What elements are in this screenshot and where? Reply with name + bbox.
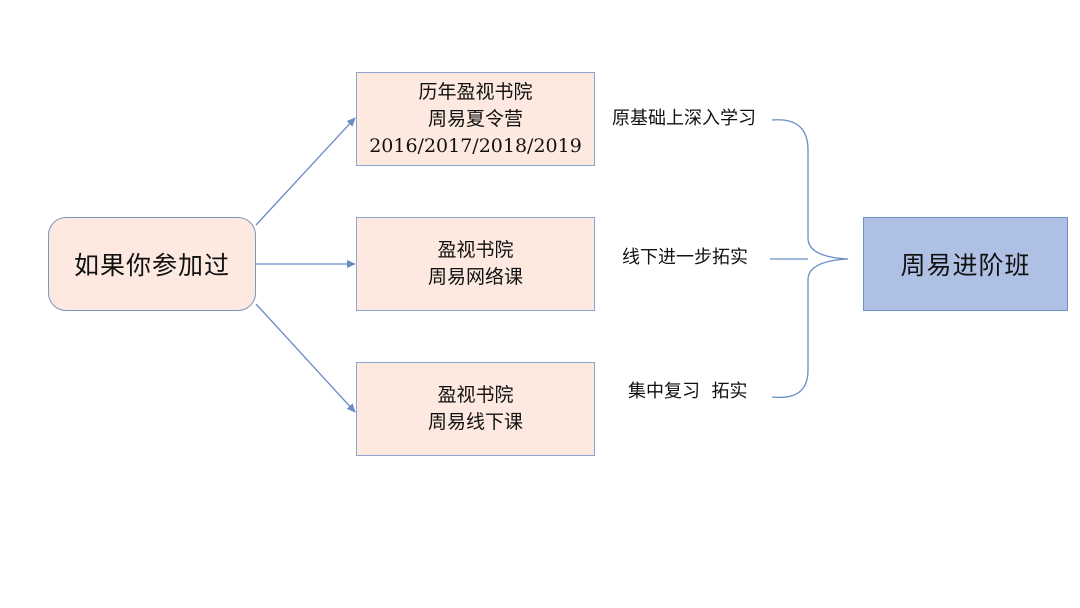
source-node-online-course-line-2: 周易网络课 [427,266,523,288]
source-node-offline-course-line-1: 盈视书院 [437,384,514,406]
arrow-to-camp [255,117,356,226]
source-node-online-course: 盈视书院 周易网络课 [356,217,595,311]
merge-brace [771,119,849,399]
source-node-summer-camp-line-3: 2016/2017/2018/2019 [369,134,582,157]
target-node-advanced-class: 周易进阶班 [863,217,1068,311]
edge-label-summer-camp: 原基础上深入学习 [612,108,756,129]
source-node-offline-course: 盈视书院 周易线下课 [356,362,595,456]
source-node-summer-camp-line-1: 历年盈视书院 [418,80,533,103]
start-node-label: 如果你参加过 [73,251,230,280]
source-node-online-course-line-1: 盈视书院 [437,239,514,261]
source-node-summer-camp: 历年盈视书院 周易夏令营 2016/2017/2018/2019 [356,72,595,166]
edge-label-offline-course: 集中复习 拓实 [628,381,748,402]
arrow-to-offline [255,303,356,413]
start-node: 如果你参加过 [48,217,256,311]
source-node-summer-camp-line-2: 周易夏令营 [427,107,523,130]
target-node-advanced-class-label: 周易进阶班 [900,251,1031,280]
edge-label-online-course: 线下进一步拓实 [622,247,748,268]
source-node-offline-course-line-2: 周易线下课 [427,411,523,433]
